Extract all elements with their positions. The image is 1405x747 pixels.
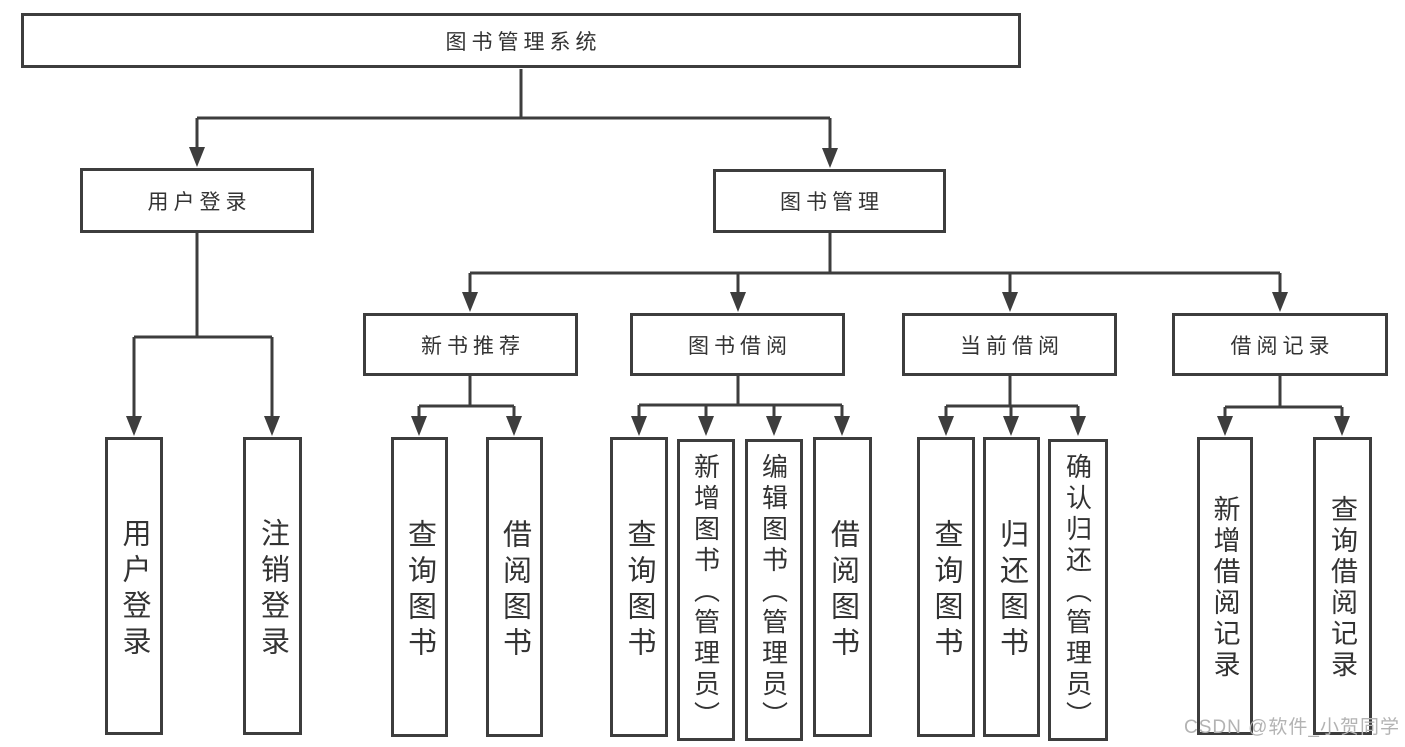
node-bb-query-books: 查询图书	[610, 437, 668, 737]
node-book-management: 图书管理	[713, 169, 946, 233]
arrow-head-icon	[1272, 292, 1288, 312]
node-user-login: 用户登录	[80, 168, 314, 233]
arrow-head-icon	[1217, 416, 1233, 436]
node-cb-return-books: 归还图书	[983, 437, 1040, 737]
arrow-head-icon	[766, 416, 782, 436]
arrow-head-icon	[462, 292, 478, 312]
node-bb-borrow-books: 借阅图书	[813, 437, 872, 737]
node-new-book-recommend: 新书推荐	[363, 313, 578, 376]
node-bb-add-books-admin: 新增图书（管理员）	[677, 439, 735, 741]
node-nbr-query-books: 查询图书	[391, 437, 448, 737]
arrow-head-icon	[126, 416, 142, 436]
node-borrow-records: 借阅记录	[1172, 313, 1388, 376]
arrow-head-icon	[411, 416, 427, 436]
arrow-head-icon	[189, 147, 205, 167]
node-logout-leaf: 注销登录	[243, 437, 302, 735]
arrow-head-icon	[631, 416, 647, 436]
node-cb-confirm-return-admin: 确认归还（管理员）	[1048, 439, 1108, 741]
arrow-head-icon	[822, 148, 838, 168]
arrow-head-icon	[1003, 416, 1019, 436]
node-current-borrow: 当前借阅	[902, 313, 1117, 376]
node-user-login-leaf: 用户登录	[105, 437, 163, 735]
watermark: CSDN @软件_小贺同学	[1184, 717, 1400, 738]
arrow-head-icon	[264, 416, 280, 436]
node-bb-edit-books-admin: 编辑图书（管理员）	[745, 439, 803, 741]
node-br-add-record: 新增借阅记录	[1197, 437, 1253, 735]
node-book-borrow: 图书借阅	[630, 313, 845, 376]
arrow-head-icon	[1334, 416, 1350, 436]
node-br-query-record: 查询借阅记录	[1313, 437, 1372, 735]
node-root: 图书管理系统	[21, 13, 1021, 68]
node-cb-query-books: 查询图书	[917, 437, 975, 737]
arrow-head-icon	[698, 416, 714, 436]
arrow-head-icon	[506, 416, 522, 436]
arrow-head-icon	[730, 292, 746, 312]
arrow-head-icon	[938, 416, 954, 436]
arrow-head-icon	[834, 416, 850, 436]
arrow-head-icon	[1070, 416, 1086, 436]
arrow-head-icon	[1002, 292, 1018, 312]
node-nbr-borrow-books: 借阅图书	[486, 437, 543, 737]
